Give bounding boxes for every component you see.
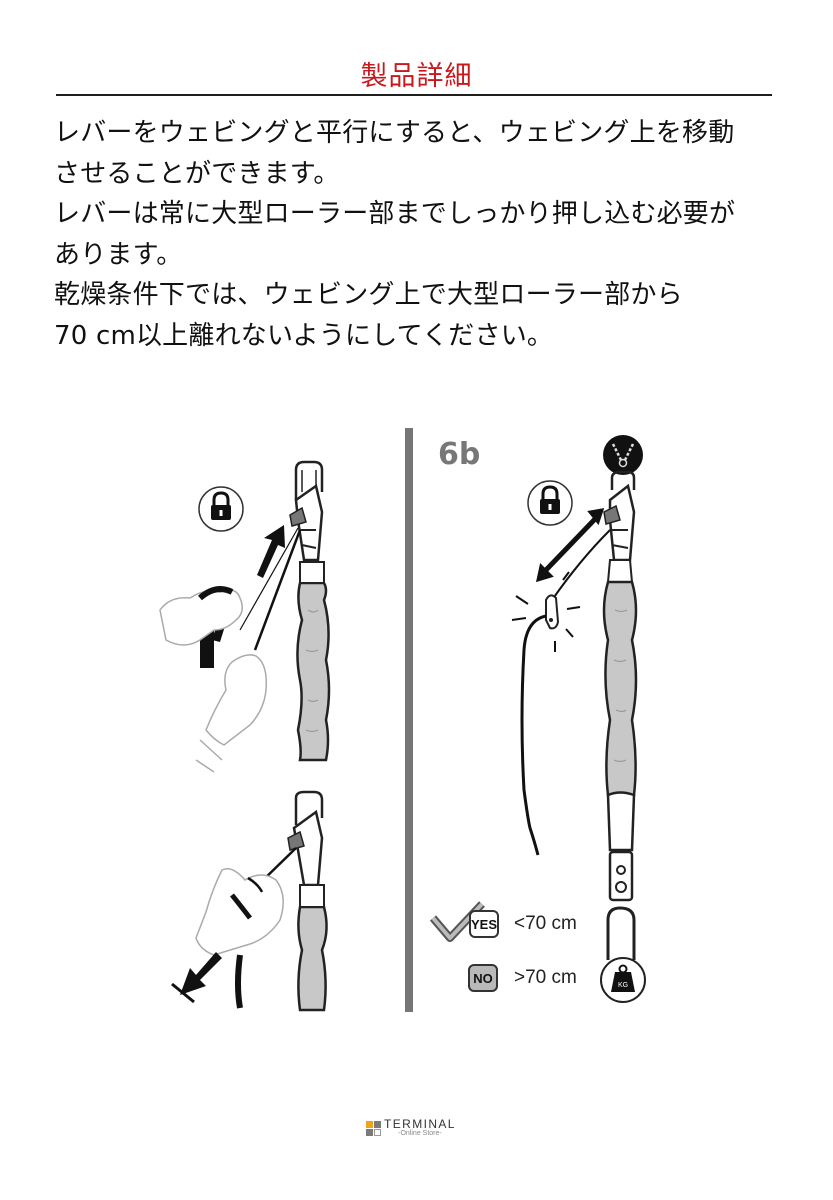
- no-badge: NO: [468, 964, 498, 992]
- kg-weight-icon: KG: [600, 957, 646, 1003]
- svg-text:KG: KG: [618, 982, 628, 989]
- title-underline: [56, 94, 772, 96]
- page-title: 製品詳細: [360, 61, 473, 92]
- no-distance-label: >70 cm: [514, 967, 577, 988]
- store-logo: TERMINAL -Online Store-: [366, 1118, 456, 1138]
- description-line: あります。: [54, 239, 183, 270]
- description-line: 乾燥条件下では、ウェビング上で大型ローラー部から: [54, 280, 683, 311]
- panel-divider: [405, 428, 413, 1012]
- description-line: 70 cm以上離れないようにしてください。: [54, 320, 554, 351]
- left-top-figure: [159, 460, 331, 773]
- brand-subtitle: -Online Store-: [398, 1130, 442, 1137]
- yes-distance-label: <70 cm: [514, 913, 577, 934]
- padlock-icon: [198, 486, 244, 532]
- left-bottom-figure: [171, 790, 328, 1012]
- anchor-chain-icon: [603, 435, 643, 475]
- brand-name: TERMINAL: [384, 1117, 456, 1131]
- step-label: 6b: [438, 437, 481, 472]
- description-text: レバーをウェビングと平行にすると、ウェビング上を移動 させることができます。 レ…: [54, 113, 794, 357]
- yes-badge: YES: [469, 910, 499, 938]
- padlock-icon: [527, 480, 573, 526]
- description-line: レバーをウェビングと平行にすると、ウェビング上を移動: [54, 118, 735, 148]
- logo-mark-icon: [366, 1120, 381, 1136]
- description-line: レバーは常に大型ローラー部までしっかり押し込む必要が: [54, 199, 736, 230]
- description-line: させることができます。: [54, 158, 340, 189]
